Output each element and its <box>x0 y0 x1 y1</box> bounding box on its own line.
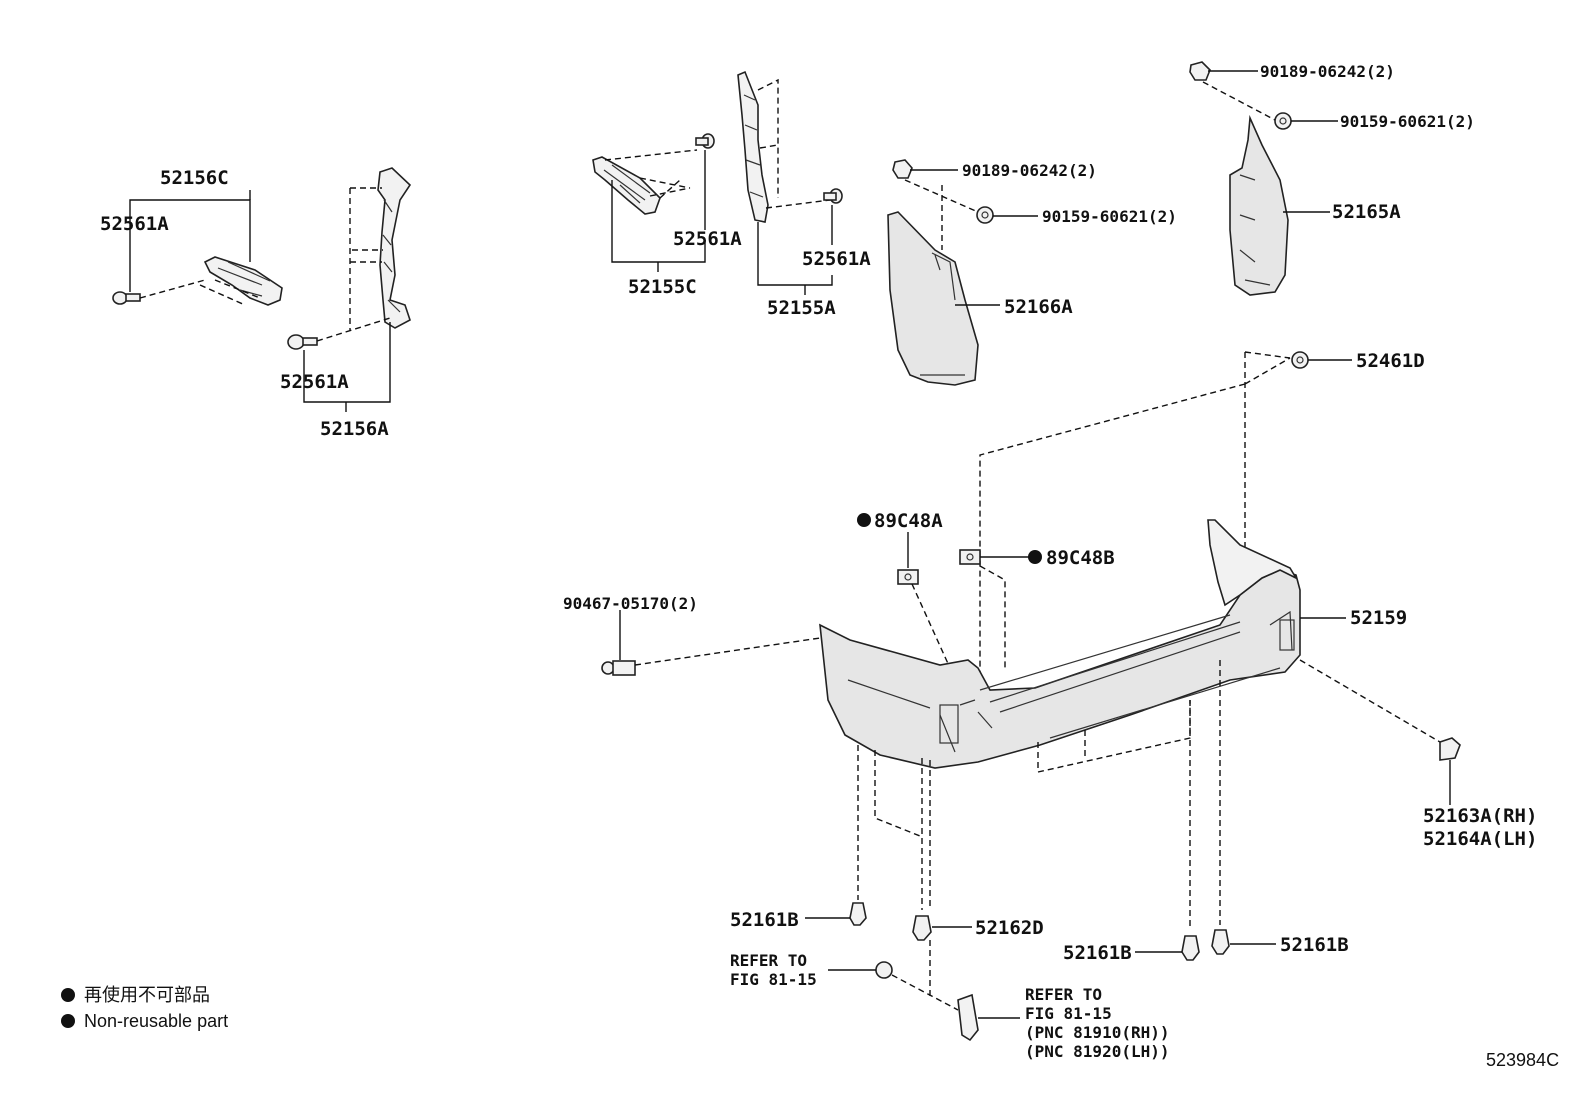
label-52155A: 52155A <box>767 297 836 319</box>
bolt-90159-top-right[interactable] <box>1274 112 1292 130</box>
label-90189-2: 90189-06242(2) <box>1260 62 1395 81</box>
group-52166A <box>887 159 1038 386</box>
bolt-52461D[interactable] <box>1291 351 1309 369</box>
group-52159 <box>601 351 1461 1042</box>
clip-52162D[interactable] <box>912 915 932 941</box>
label-52155C: 52155C <box>628 276 697 298</box>
label-89C48A: 89C48A <box>874 510 943 532</box>
label-52161B-2: 52161B <box>1063 942 1132 964</box>
label-52165A: 52165A <box>1332 201 1401 223</box>
reflector-refer-fig-81-15[interactable] <box>957 993 979 1042</box>
extension-52166A-shape[interactable] <box>887 211 979 386</box>
label-90467: 90467-05170(2) <box>563 594 698 613</box>
label-52561A-2: 52561A <box>280 371 349 393</box>
clip-89C48A[interactable] <box>897 569 919 585</box>
label-refer1-line1: REFER TO <box>730 951 807 970</box>
label-52561A-1: 52561A <box>100 213 169 235</box>
label-52159: 52159 <box>1350 607 1407 629</box>
clip-90189-upper-mid[interactable] <box>892 159 913 179</box>
clip-89C48B[interactable] <box>959 549 981 565</box>
label-refer2-line2: FIG 81-15 <box>1025 1004 1112 1023</box>
clip-90189-top-right[interactable] <box>1189 61 1211 81</box>
label-52161B-1: 52161B <box>730 909 799 931</box>
bolt-52561A-lower-left[interactable] <box>287 334 318 350</box>
label-90189-1: 90189-06242(2) <box>962 161 1097 180</box>
legend-jp: 再使用不可部品 <box>84 985 210 1005</box>
bolt-52561A-mid-2[interactable] <box>823 188 843 204</box>
retainer-52155A-shape[interactable] <box>737 70 769 223</box>
label-52163A: 52163A(RH) <box>1423 805 1537 827</box>
label-90159-2: 90159-60621(2) <box>1340 112 1475 131</box>
extension-52165A-shape[interactable] <box>1229 114 1289 296</box>
group-52155 <box>592 70 843 295</box>
bolt-90159-upper-mid[interactable] <box>976 206 994 224</box>
bolt-52561A-mid-1[interactable] <box>695 133 715 149</box>
legend-en: Non-reusable part <box>84 1011 228 1031</box>
bolt-52561A-left[interactable] <box>112 291 141 305</box>
label-refer2-line4: (PNC 81920(LH)) <box>1025 1042 1170 1061</box>
label-52561A-3: 52561A <box>673 228 742 250</box>
label-52156C: 52156C <box>160 167 229 189</box>
non-reusable-mark-89C48B <box>1028 550 1042 564</box>
label-refer1-line2: FIG 81-15 <box>730 970 817 989</box>
label-52164A: 52164A(LH) <box>1423 828 1537 850</box>
label-52461D: 52461D <box>1356 350 1425 372</box>
clip-52161B-center[interactable] <box>1181 935 1200 961</box>
label-89C48B: 89C48B <box>1046 547 1115 569</box>
bracket-52156C-shape[interactable] <box>203 256 283 306</box>
fastener-90467[interactable] <box>601 660 636 676</box>
cap-52163A-52164A[interactable] <box>1439 737 1461 761</box>
label-52156A: 52156A <box>320 418 389 440</box>
bracket-52155C-shape[interactable] <box>592 156 661 215</box>
clip-52161B-left[interactable] <box>849 902 867 926</box>
label-52162D: 52162D <box>975 917 1044 939</box>
label-52166A: 52166A <box>1004 296 1073 318</box>
label-90159-1: 90159-60621(2) <box>1042 207 1177 226</box>
clip-52161B-right[interactable] <box>1211 929 1230 955</box>
retainer-52156A-shape[interactable] <box>377 167 412 329</box>
non-reusable-mark-89C48A <box>857 513 871 527</box>
label-52161B-3: 52161B <box>1280 934 1349 956</box>
legend-bullet-jp <box>61 988 75 1002</box>
label-refer2-line1: REFER TO <box>1025 985 1102 1004</box>
group-52165A <box>1189 61 1338 296</box>
diagram-code: 523984C <box>1486 1050 1559 1070</box>
label-52561A-4: 52561A <box>802 248 871 270</box>
label-refer2-line3: (PNC 81910(RH)) <box>1025 1023 1170 1042</box>
group-52156 <box>112 167 412 412</box>
legend-bullet-en <box>61 1014 75 1028</box>
screw-refer-fig-81-15[interactable] <box>875 961 893 979</box>
